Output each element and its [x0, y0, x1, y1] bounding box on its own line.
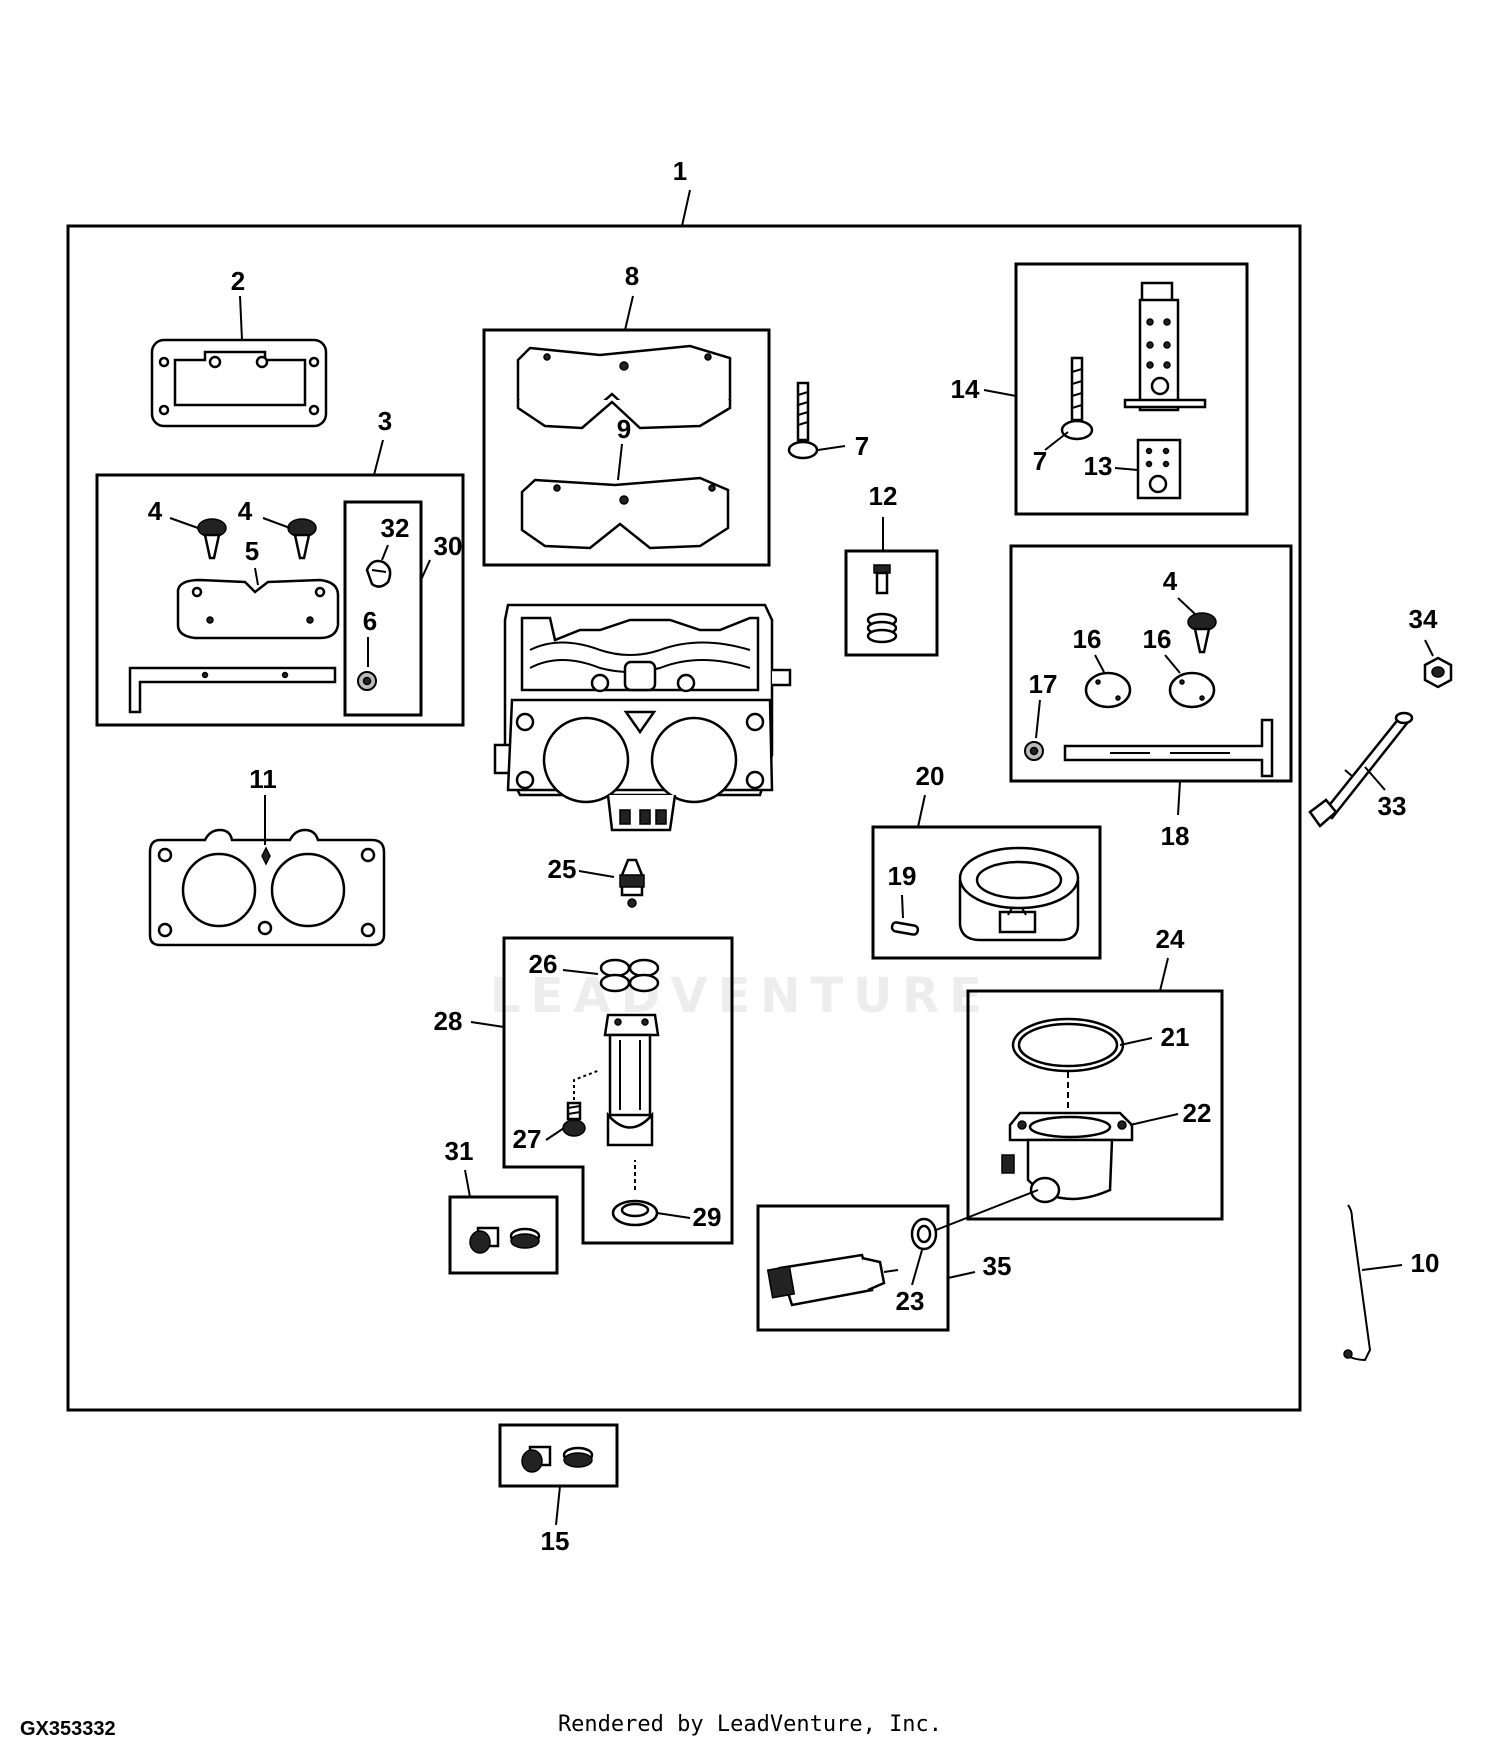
render-credit: Rendered by LeadVenture, Inc. [557, 1712, 943, 1737]
callout-26[interactable]: 26 [529, 949, 558, 979]
callout-4a[interactable]: 4 [148, 496, 163, 526]
diagram-id: GX353332 [20, 1718, 116, 1740]
kit-18-bracket [1063, 718, 1274, 778]
callout-30[interactable]: 30 [434, 531, 463, 561]
callout-23[interactable]: 23 [896, 1286, 925, 1316]
callout-13[interactable]: 13 [1084, 451, 1113, 481]
kit-box-14 [1014, 262, 1249, 516]
callout-25[interactable]: 25 [548, 854, 577, 884]
callout-31[interactable]: 31 [445, 1136, 474, 1166]
part-34-nut [1423, 656, 1453, 689]
part-5-plate [176, 578, 340, 640]
part-19-pin [890, 921, 920, 936]
callout-34[interactable]: 34 [1409, 604, 1438, 634]
callout-19[interactable]: 19 [888, 861, 917, 891]
kit-box-20 [871, 825, 1102, 960]
callout-17[interactable]: 17 [1029, 669, 1058, 699]
part-32-spring [365, 559, 392, 588]
callout-29[interactable]: 29 [693, 1202, 722, 1232]
callout-10[interactable]: 10 [1411, 1248, 1440, 1278]
kit-frame-1 [66, 224, 1302, 1412]
part-16-disc-b [1168, 671, 1216, 709]
callout-11[interactable]: 11 [249, 764, 277, 794]
kit-box-3 [95, 473, 465, 727]
callout-24[interactable]: 24 [1156, 924, 1185, 954]
callout-4c[interactable]: 4 [1163, 566, 1178, 596]
part-12-needle-spring [866, 564, 898, 644]
callout-14[interactable]: 14 [951, 374, 980, 404]
kit-box-30 [343, 500, 423, 717]
part-4-screw-b [287, 518, 317, 560]
part-10-link-rod [1343, 1204, 1372, 1362]
kit-box-8 [482, 328, 771, 567]
part-31-plug [469, 1226, 541, 1254]
part-4-screw-a [197, 518, 227, 560]
callout-7b[interactable]: 7 [1033, 446, 1047, 476]
part-25-jet [619, 858, 645, 908]
callout-4b[interactable]: 4 [238, 496, 253, 526]
callout-8[interactable]: 8 [625, 261, 639, 291]
part-6-washer [357, 671, 377, 691]
watermark-text: LEADVENTURE [490, 968, 992, 1024]
kit-box-31 [448, 1195, 559, 1275]
callout-32[interactable]: 32 [381, 513, 410, 543]
kit-box-15 [498, 1423, 619, 1488]
part-14-bracket [1123, 281, 1207, 412]
kit-box-12 [844, 549, 939, 657]
part-27-screw [562, 1069, 601, 1137]
part-23-washer [910, 1217, 938, 1251]
kit-box-35 [756, 1204, 950, 1332]
callout-7a[interactable]: 7 [855, 431, 869, 461]
callout-5[interactable]: 5 [245, 536, 259, 566]
callout-12[interactable]: 12 [869, 481, 898, 511]
callout-27[interactable]: 27 [513, 1124, 542, 1154]
part-26-orings [599, 958, 660, 993]
part-21-oring [1011, 1017, 1125, 1073]
callout-20[interactable]: 20 [916, 761, 945, 791]
part-15-plug [521, 1445, 594, 1473]
carburetor-body [493, 603, 792, 832]
part-7-screw [787, 381, 819, 460]
part-28-emulsion-tube [603, 1013, 660, 1147]
callout-16b[interactable]: 16 [1143, 624, 1172, 654]
callout-9[interactable]: 9 [617, 414, 631, 444]
part-13-plate [1136, 438, 1182, 500]
part-22-float-bowl [1001, 1111, 1134, 1204]
callout-3[interactable]: 3 [378, 406, 392, 436]
callout-16a[interactable]: 16 [1073, 624, 1102, 654]
kit-box-28 [502, 936, 734, 1245]
callout-28[interactable]: 28 [434, 1006, 463, 1036]
kit-box-18 [1009, 544, 1293, 783]
callout-6[interactable]: 6 [363, 606, 377, 636]
part-17-washer [1024, 741, 1044, 761]
callout-33[interactable]: 33 [1378, 791, 1407, 821]
callout-22[interactable]: 22 [1183, 1098, 1212, 1128]
callout-18[interactable]: 18 [1161, 821, 1190, 851]
callout-2[interactable]: 2 [231, 266, 245, 296]
kit-3-bracket [128, 666, 337, 714]
part-11-gasket [148, 828, 386, 947]
part-8-gasket [516, 344, 732, 430]
part-4-screw-c [1187, 612, 1217, 654]
callout-15[interactable]: 15 [541, 1526, 570, 1556]
part-9-gasket [520, 476, 730, 550]
kit-box-24 [966, 989, 1224, 1221]
callout-35[interactable]: 35 [983, 1251, 1012, 1281]
part-35-solenoid [766, 1253, 899, 1307]
part-2-gasket [150, 338, 328, 428]
part-7-screw-kit14 [1060, 356, 1094, 441]
part-20-float [958, 846, 1080, 942]
part-16-disc-a [1084, 671, 1132, 709]
callout-1[interactable]: 1 [673, 156, 687, 186]
part-29-seal [611, 1160, 659, 1227]
callout-21[interactable]: 21 [1161, 1022, 1190, 1052]
